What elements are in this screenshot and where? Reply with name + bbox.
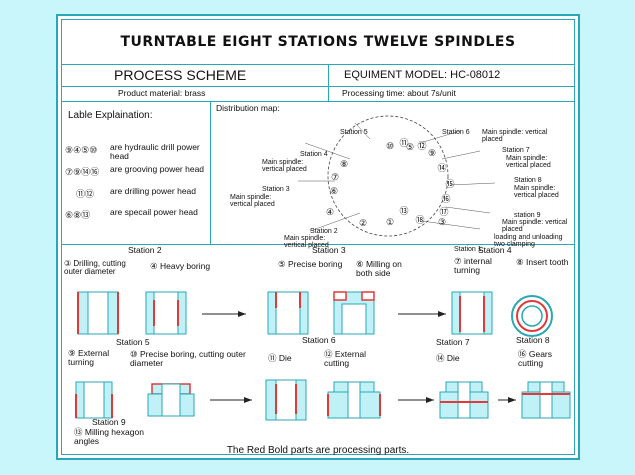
op-13: ⑬ Milling hexagon angles	[74, 427, 144, 446]
legend-title: Lable Explaination:	[68, 110, 153, 121]
part-station-7	[439, 381, 489, 419]
circle-num-16: ⑯	[441, 194, 450, 204]
middle-row: Lable Explaination: ⑨④⑤⑩ are hydraulic d…	[62, 101, 574, 253]
label-station-2-main: Main spindle: vertical placed	[284, 235, 329, 250]
station-8-label: Station 8	[516, 335, 550, 345]
label-station-3: Station 3	[262, 186, 290, 193]
op-16: ⑯ Gears cutting	[518, 349, 553, 368]
processing-time: Processing time: about 7s/unit	[342, 88, 456, 98]
station-4-label: Station 4	[478, 245, 512, 255]
label-station-7-main: Main spindle: vertical placed	[506, 155, 551, 170]
op-12: ⑫ External cutting	[324, 349, 367, 368]
station-7-label: Station 7	[436, 337, 470, 347]
label-station-8-main: Main spindle: vertical placed	[514, 185, 559, 200]
circle-num-15: ⑮	[445, 179, 454, 189]
circle-num-3: ③	[438, 217, 446, 227]
legend-nums-1: ⑨④⑤⑩	[65, 145, 98, 155]
circle-num-17: ⑰	[439, 207, 448, 217]
circle-num-14: ⑭	[437, 163, 446, 173]
op-10: ⑩ Precise boring, cutting outer diameter	[130, 349, 246, 368]
op-11: ⑪ Die	[268, 353, 292, 363]
material-row: Product material: brass Processing time:…	[62, 86, 574, 102]
circle-num-18: ⑱	[415, 215, 424, 225]
part-station-5-a	[75, 381, 113, 419]
circle-num-6: ⑥	[330, 186, 338, 196]
part-station-3-a	[267, 291, 309, 335]
circle-num-12: ⑫	[417, 141, 426, 151]
op-9: ⑨ External turning	[68, 348, 110, 367]
divider	[210, 101, 211, 244]
process-scheme-sheet: TURNTABLE EIGHT STATIONS TWELVE SPINDLES…	[56, 14, 580, 460]
station-2-label: Station 2	[128, 245, 162, 255]
process-area: Station 2 Station 3 Station 4 ③ Drilling…	[62, 244, 574, 445]
circle-num-1: ①	[386, 217, 394, 227]
label-station-9-main: Main spindle: vertical placed	[502, 219, 568, 234]
footer-note: The Red Bold parts are processing parts.	[226, 445, 410, 456]
circle-num-2: ②	[359, 218, 367, 228]
legend-nums-4: ⑥⑧⑬	[65, 210, 91, 220]
legend-text-4: are specail power head	[110, 207, 198, 217]
turntable-circle	[327, 115, 449, 237]
circle-num-9: ⑨	[428, 148, 436, 158]
equipment-model: EQUIMENT MODEL: HC-08012	[344, 69, 501, 81]
label-station-4: Station 4	[300, 151, 328, 158]
part-station-3-b	[333, 291, 375, 335]
part-station-6-a	[265, 379, 307, 421]
divider	[328, 64, 329, 86]
circle-num-7: ⑦	[331, 172, 339, 182]
part-insert-tooth	[511, 295, 553, 337]
label-station-7: Station 7	[502, 147, 530, 154]
process-scheme-heading: PROCESS SCHEME	[114, 67, 247, 83]
station-3-label: Station 3	[312, 245, 346, 255]
circle-num-11: ⑪	[399, 138, 408, 148]
scheme-row: PROCESS SCHEME EQUIMENT MODEL: HC-08012	[62, 64, 574, 87]
process-drawings	[75, 291, 571, 421]
op-6: ⑥ Milling on both side	[356, 259, 402, 278]
label-station-4-main: Main spindle: vertical placed	[262, 159, 307, 174]
sheet-title: TURNTABLE EIGHT STATIONS TWELVE SPINDLES	[120, 34, 516, 50]
part-station-2-a	[77, 291, 119, 335]
sheet-inner-frame: TURNTABLE EIGHT STATIONS TWELVE SPINDLES…	[61, 19, 575, 456]
legend-nums-2: ⑦⑨⑭⑯	[65, 167, 100, 177]
legend-text-3: are drilling power head	[110, 186, 196, 196]
title-row: TURNTABLE EIGHT STATIONS TWELVE SPINDLES	[62, 20, 574, 65]
distribution-title: Distribution map:	[216, 103, 280, 113]
op-3: ③ Drilling, cutting outer diameter	[64, 259, 126, 277]
label-station-9: station 9	[514, 212, 541, 219]
label-station-5: Station 5	[340, 129, 368, 136]
label-station-8: Station 8	[514, 177, 542, 184]
part-station-4	[451, 291, 493, 335]
circle-num-10: ⑩	[386, 141, 394, 151]
circle-num-13: ⑬	[399, 206, 408, 216]
legend-text-1: are hydraulic drill power head	[110, 142, 200, 161]
label-station-6: Station 6	[442, 129, 470, 136]
circle-num-5: ⑤	[406, 142, 414, 152]
legend-text-2: are grooving power head	[110, 164, 205, 174]
op-7: ⑦ internal turning	[454, 256, 492, 275]
label-loading: loading and unloading two clamping	[494, 234, 563, 249]
op-8: ⑧ Insert tooth	[516, 257, 569, 267]
part-station-5-b	[147, 383, 195, 417]
station-5-label: Station 5	[116, 337, 150, 347]
divider	[328, 86, 329, 101]
product-material: Product material: brass	[118, 88, 206, 98]
op-5: ⑤ Precise boring	[278, 259, 343, 269]
op-14: ⑭ Die	[436, 353, 460, 363]
label-station-3-main: Main spindle: vertical placed	[230, 194, 275, 209]
circle-num-4: ④	[326, 207, 334, 217]
op-4: ④ Heavy boring	[150, 261, 211, 271]
circle-num-8: ⑧	[340, 159, 348, 169]
label-station-1: Station 1	[454, 246, 482, 253]
label-station-2: Station 2	[310, 228, 338, 235]
part-station-8	[521, 381, 571, 419]
station-9-label: Station 9	[92, 417, 126, 427]
station-6-label: Station 6	[302, 335, 336, 345]
distribution-map: ① ② ③ ④ ⑤ ⑥ ⑦ ⑧ ⑨ ⑩ ⑪ ⑫ ⑬ ⑭ ⑮ ⑯ ⑰	[298, 115, 496, 237]
part-station-2-b	[145, 291, 187, 335]
part-station-6-b	[327, 381, 381, 419]
legend-nums-3: ⑪⑫	[76, 189, 95, 199]
label-station-6-main: Main spindle: vertical placed	[482, 129, 548, 144]
